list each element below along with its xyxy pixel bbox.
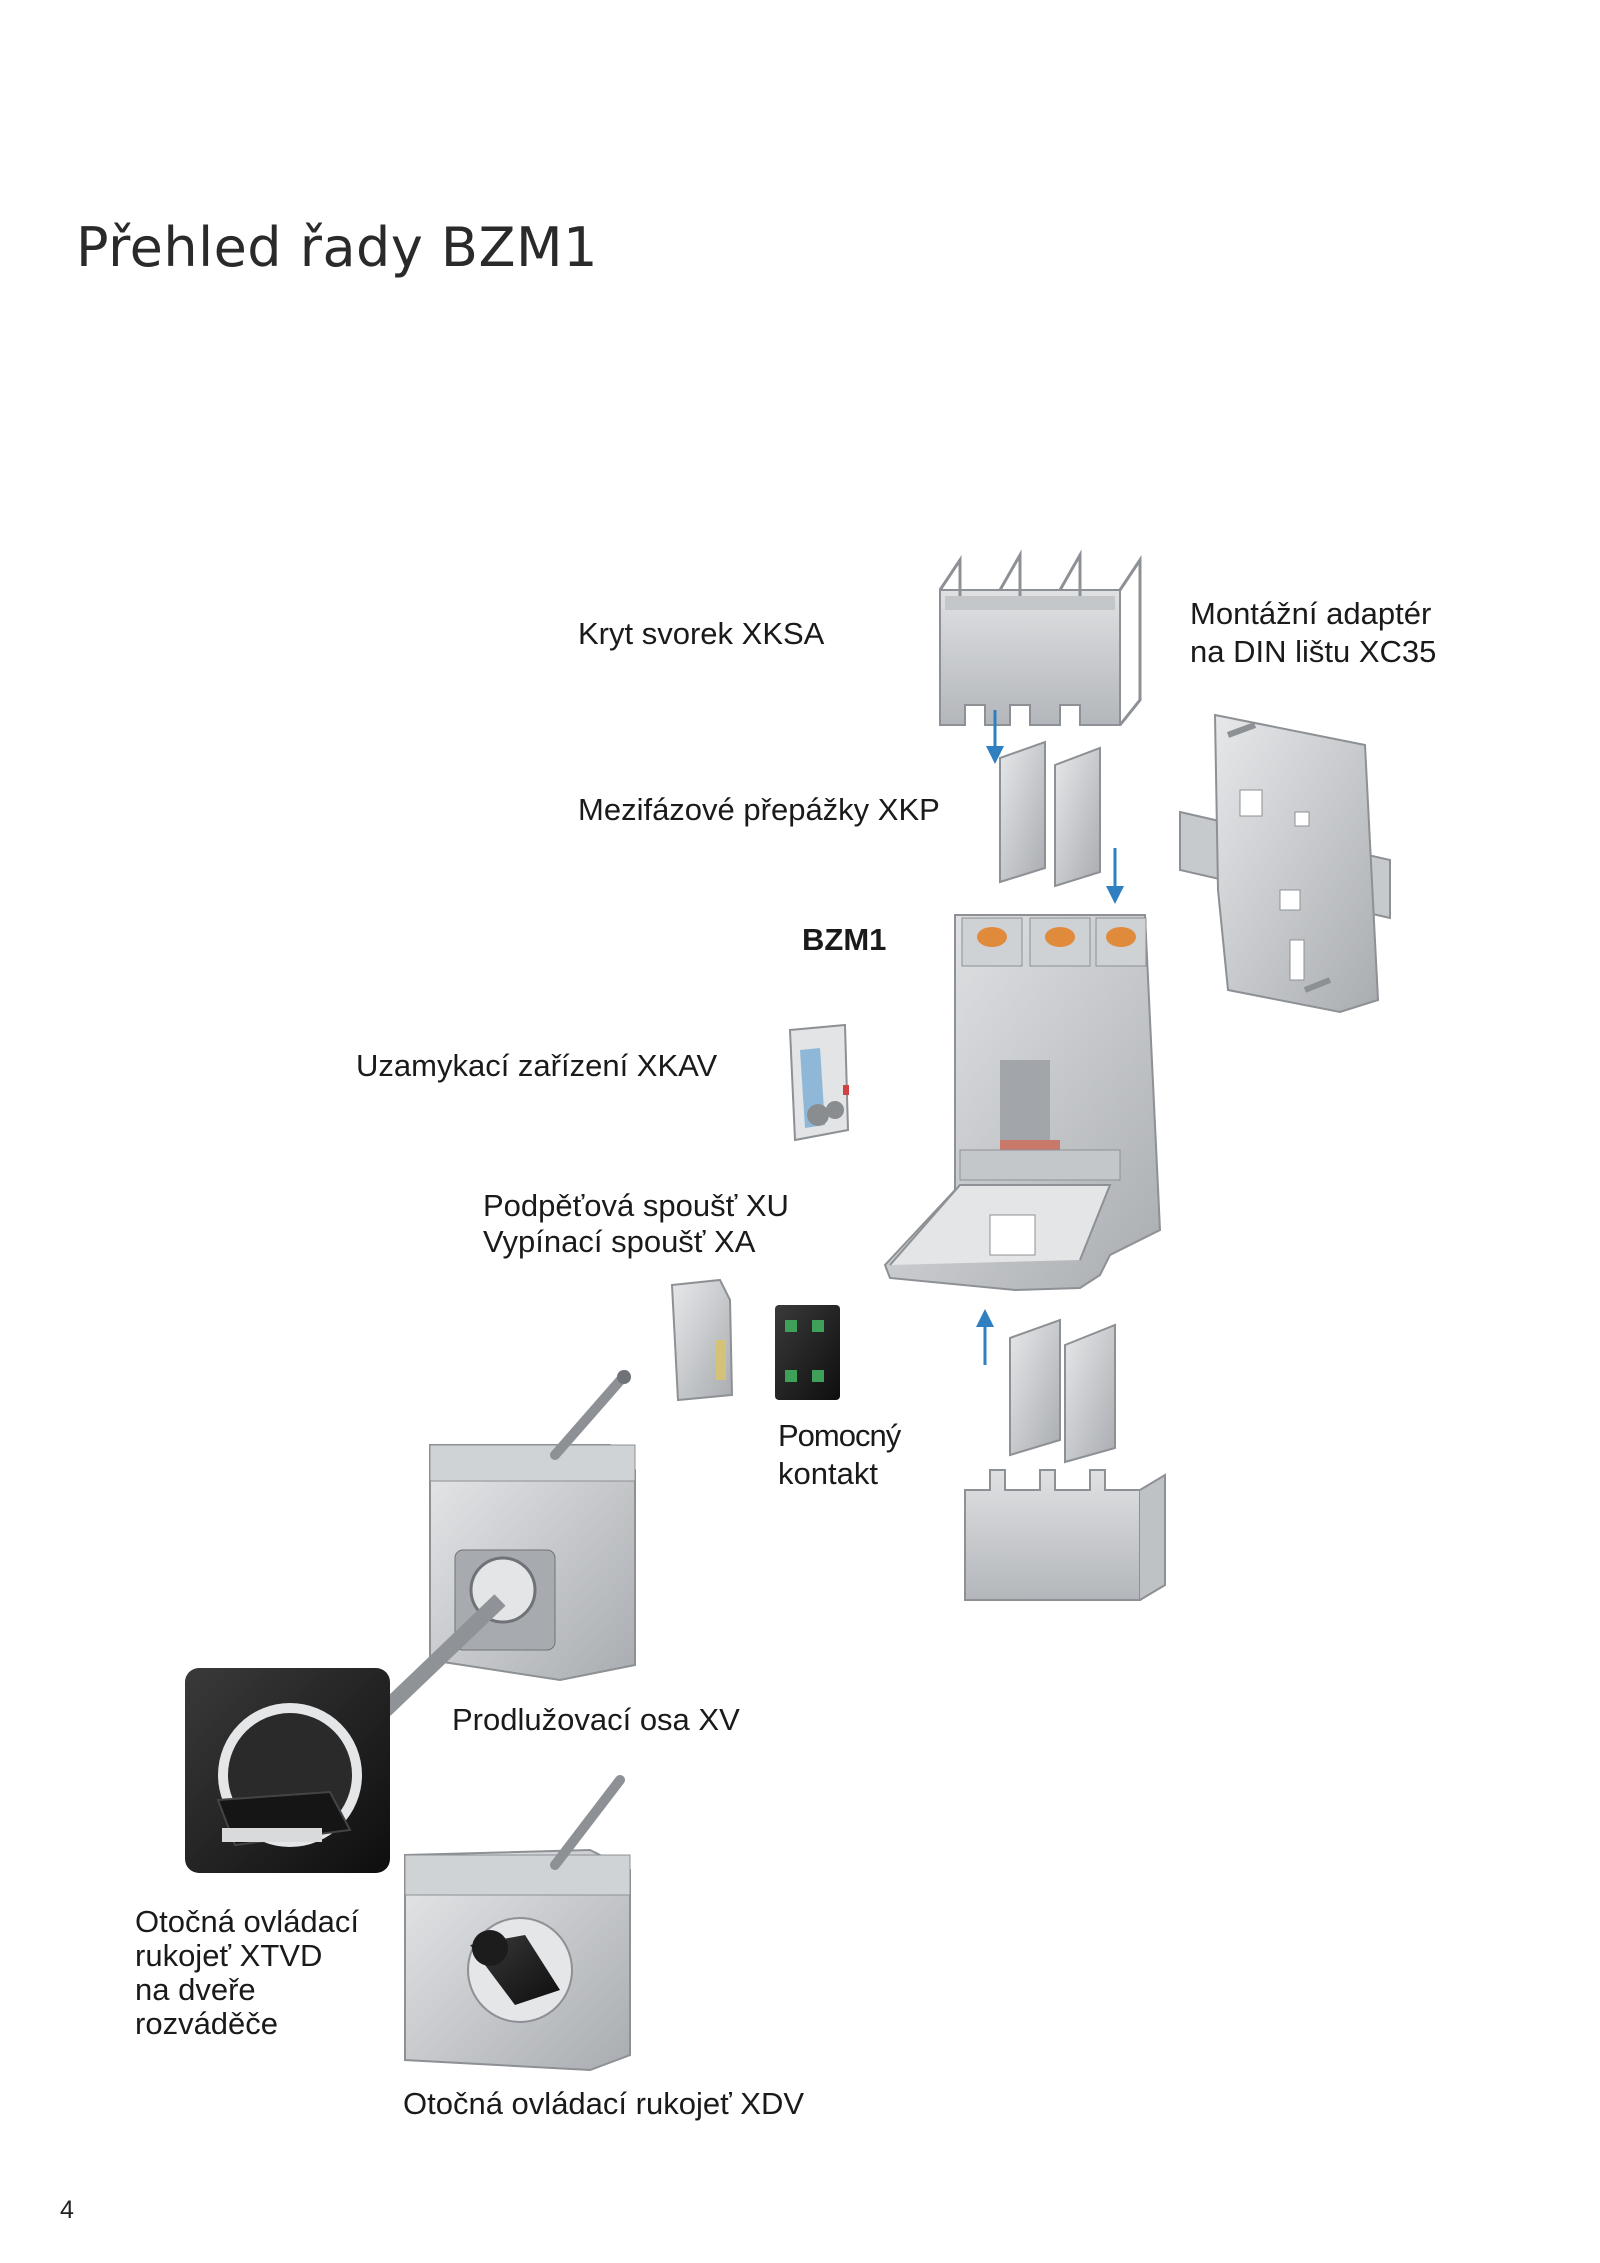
label-extension-shaft: Prodlužovací osa XV [452, 1702, 740, 1737]
locking-device-image [788, 1023, 850, 1142]
label-din-adapter-line2: na DIN lištu XC35 [1190, 634, 1437, 669]
label-undervoltage-release: Podpěťová spoušť XU [483, 1188, 789, 1223]
din-adapter-image [1179, 713, 1391, 1014]
label-door-handle-line4: rozváděče [135, 2006, 279, 2041]
rotary-handle-mechanism-image [404, 1775, 631, 2072]
undervoltage-release-image [670, 1278, 734, 1402]
label-terminal-cover: Kryt svorek XKSA [578, 616, 825, 651]
door-handle-image [185, 1668, 390, 1873]
label-locking-device: Uzamykací zařízení XKAV [356, 1048, 718, 1083]
label-aux-contact-line1: Pomocný [778, 1418, 901, 1453]
auxiliary-contact-image [775, 1305, 840, 1400]
breaker-bzm1-image [883, 914, 1162, 1292]
label-breaker: BZM1 [802, 922, 887, 957]
label-din-adapter-line1: Montážní adaptér [1190, 596, 1432, 631]
label-door-handle-line1: Otočná ovládací [135, 1904, 360, 1939]
label-door-handle-line3: na dveře [135, 1972, 256, 2007]
label-door-handle-line2: rukojeť XTVD [135, 1938, 323, 1973]
phase-barriers-bottom-image [1009, 1318, 1116, 1464]
extension-shaft-mechanism-image [379, 1370, 636, 1716]
page-number: 4 [60, 2196, 74, 2224]
page-title: Přehled řady BZM1 [76, 216, 598, 280]
terminal-cover-top-image [938, 549, 1142, 726]
label-rotary-handle: Otočná ovládací rukojeť XDV [403, 2086, 805, 2121]
label-aux-contact-line2: kontakt [778, 1456, 878, 1491]
phase-barriers-top-image [999, 740, 1101, 888]
label-phase-barriers: Mezifázové přepážky XKP [578, 792, 940, 827]
label-shunt-release: Vypínací spoušť XA [483, 1224, 756, 1259]
terminal-cover-bottom-image [964, 1469, 1166, 1601]
